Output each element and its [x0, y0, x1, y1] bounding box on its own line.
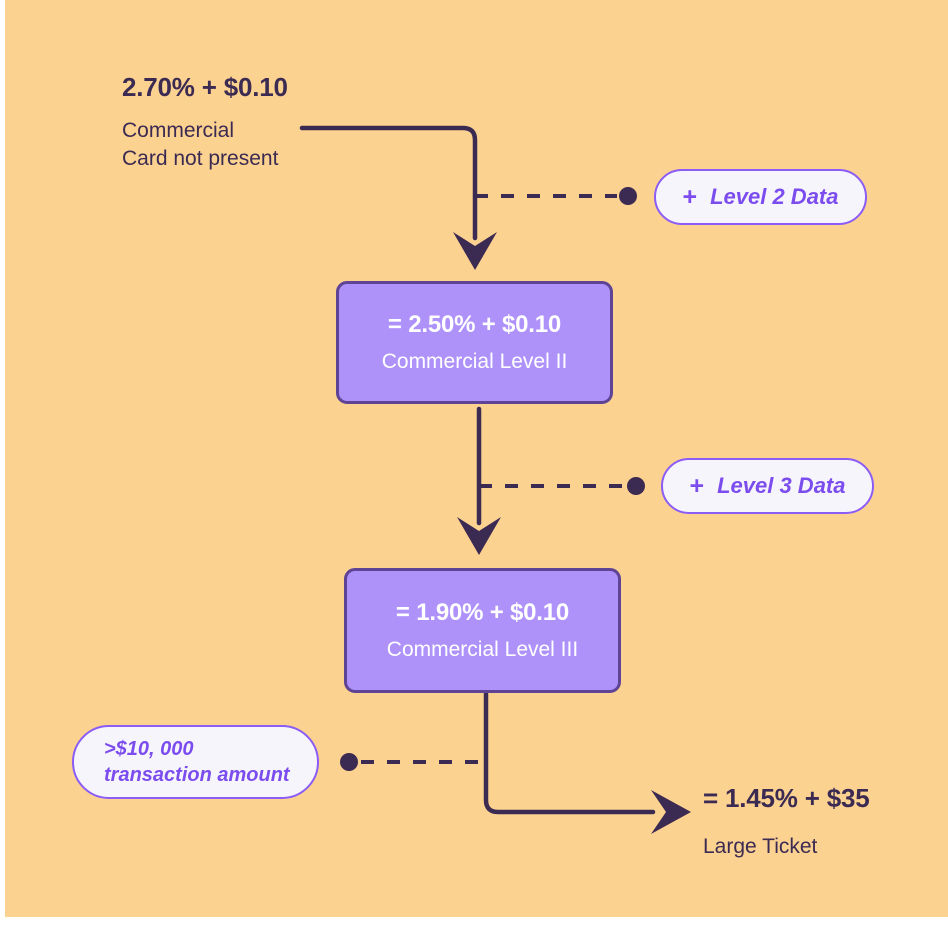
branch-dot-level3-data: [627, 477, 645, 495]
pill-label: Level 3 Data: [717, 473, 846, 498]
outcome-rate: = 1.45% + $35: [703, 783, 870, 813]
box-commercial-level-2[interactable]: = 2.50% + $0.10 Commercial Level II: [336, 281, 613, 404]
box-name: Commercial Level III: [386, 638, 579, 661]
box-rate: = 1.90% + $0.10: [395, 599, 570, 626]
arrowhead-into-level2: [453, 232, 497, 270]
branch-dot-level2-data: [619, 187, 637, 205]
box-rate: = 2.50% + $0.10: [387, 311, 562, 338]
source-rate-value: 2.70% + $0.10: [122, 72, 288, 102]
pill-label: Level 2 Data: [710, 184, 839, 209]
source-name-label: Commercial Card not present: [122, 117, 278, 173]
source-name-line2: Card not present: [122, 146, 279, 170]
arrowhead-into-level3: [457, 517, 501, 555]
connector-source-to-level2: [299, 125, 478, 241]
branch-dot-transaction-amount: [340, 753, 358, 771]
source-name-line1: Commercial: [122, 119, 235, 142]
connector-level3-to-large-ticket: [483, 691, 656, 815]
box-commercial-level-3[interactable]: = 1.90% + $0.10 Commercial Level III: [344, 568, 621, 693]
outcome-name: Large Ticket: [703, 835, 818, 858]
diagram-canvas: 2.70% + $0.10 Commercial Card not presen…: [5, 0, 948, 917]
plus-icon: +: [689, 471, 705, 500]
outcome-label: = 1.45% + $35 Large Ticket: [703, 783, 870, 861]
pill-label-line2: transaction amount: [104, 764, 290, 786]
pill-transaction-amount[interactable]: >$10, 000 transaction amount: [72, 725, 319, 799]
arrowhead-into-large-ticket: [651, 790, 691, 834]
pill-level-2-data[interactable]: + Level 2 Data: [654, 169, 867, 225]
source-rate-label: 2.70% + $0.10: [122, 72, 288, 103]
box-name: Commercial Level II: [381, 350, 568, 373]
plus-icon: +: [682, 182, 698, 211]
pill-label-line1: >$10, 000: [104, 738, 194, 760]
pill-level-3-data[interactable]: + Level 3 Data: [661, 458, 874, 514]
